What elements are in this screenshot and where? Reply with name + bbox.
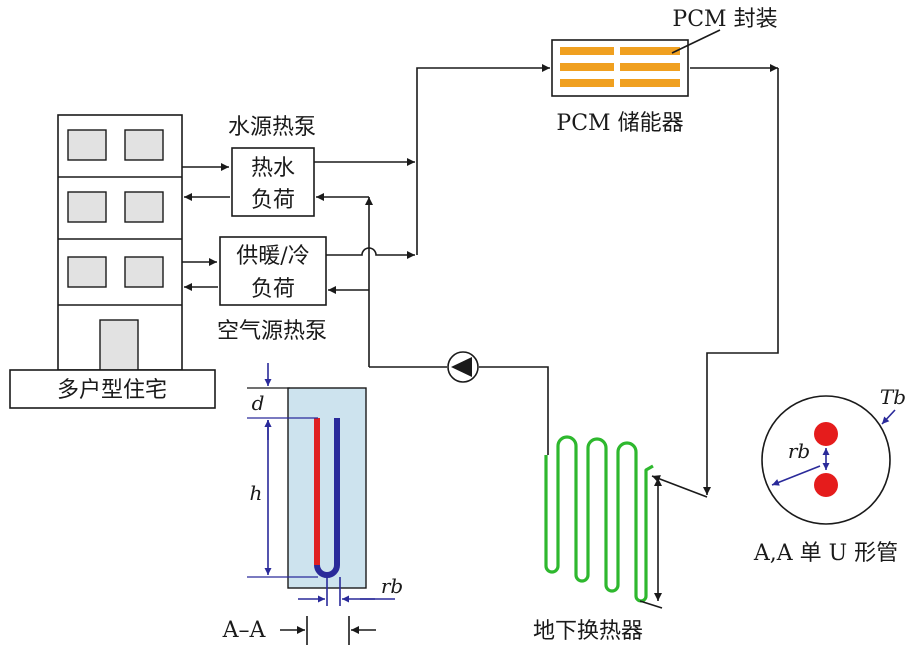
heating-cooling-load-label: 供暖/冷 xyxy=(236,244,309,269)
circle-rb-label: rb xyxy=(788,439,810,463)
pcm-bar xyxy=(620,79,680,87)
ground-heat-exchanger-coil xyxy=(544,435,654,603)
pipe xyxy=(326,247,415,259)
window xyxy=(67,256,107,288)
heating-cooling-load-label-2: 负荷 xyxy=(251,277,295,302)
pipe-dot xyxy=(814,422,838,446)
pcm-package-label: PCM 封装 xyxy=(672,7,777,32)
pcm-storage-label: PCM 储能器 xyxy=(556,111,683,136)
multi-unit-building: 多户型住宅 xyxy=(9,114,216,409)
air-source-heat-pump-label: 空气源热泵 xyxy=(217,319,327,344)
dim-h-label: h xyxy=(250,481,263,505)
window xyxy=(124,191,164,223)
borehole-section xyxy=(247,363,395,606)
pipe xyxy=(479,366,549,455)
water-source-heat-pump-label: 水源热泵 xyxy=(228,115,316,140)
window xyxy=(67,129,107,161)
circulation-pump-icon xyxy=(447,351,479,383)
pcm-bar xyxy=(560,79,614,87)
window xyxy=(124,129,164,161)
hot-water-load-box: 热水 负荷 xyxy=(231,147,315,217)
pcm-bar xyxy=(620,47,680,55)
pipe-dot xyxy=(814,473,838,497)
window xyxy=(124,256,164,288)
pcm-bar xyxy=(620,63,680,71)
pcm-bar xyxy=(560,47,614,55)
heating-cooling-load-box: 供暖/冷 负荷 xyxy=(219,236,327,306)
pipe xyxy=(416,64,550,255)
hot-water-load-label-2: 负荷 xyxy=(251,188,295,213)
residence-label: 多户型住宅 xyxy=(57,378,167,403)
circle-tb-label: Tb xyxy=(880,385,906,409)
dim-d-label: d xyxy=(252,391,265,415)
single-u-tube-label: A,A 单 U 形管 xyxy=(753,541,898,566)
door xyxy=(99,319,139,371)
pcm-storage-unit xyxy=(551,29,721,97)
pcm-bar xyxy=(560,63,614,71)
section-aa-label: A–A xyxy=(222,618,267,643)
hot-water-load-label: 热水 xyxy=(251,156,295,181)
window xyxy=(67,191,107,223)
u-tube-cross-section xyxy=(761,395,896,525)
u-tube-return xyxy=(314,418,340,578)
ground-heat-exchanger-label: 地下换热器 xyxy=(533,619,643,644)
pipe xyxy=(703,68,779,495)
dim-rb-label: rb xyxy=(381,574,403,598)
flow-arrow xyxy=(651,475,708,498)
